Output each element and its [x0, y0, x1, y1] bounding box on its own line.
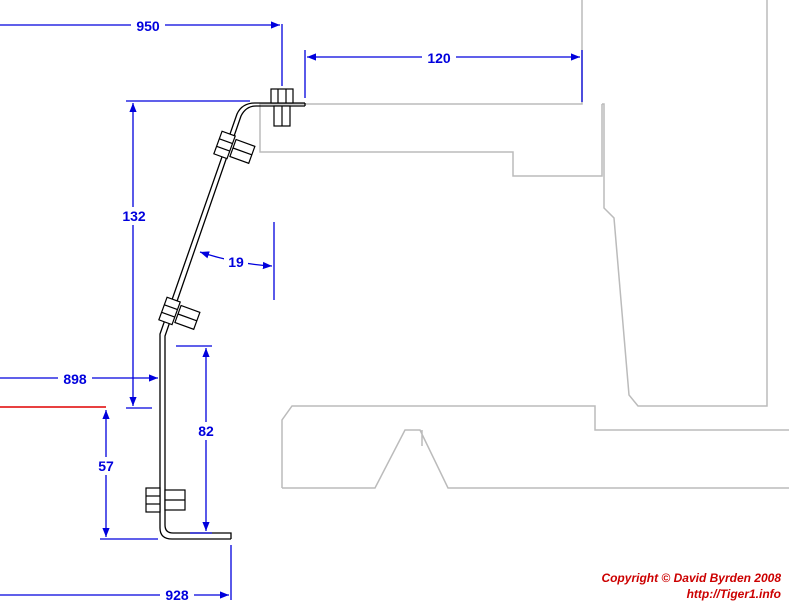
copyright-text: Copyright © David Byrden 2008: [601, 571, 781, 585]
dimension-lines: [0, 21, 583, 600]
bracket-inner-edge: [164, 105, 305, 539]
copyright-url: http://Tiger1.info: [686, 587, 781, 601]
lower-track-outline: [281, 405, 789, 489]
bolt-top: [270, 88, 294, 127]
dim-82-label: 82: [198, 423, 214, 439]
upper-hull-outline: [259, 0, 768, 407]
dim-950-label: 950: [136, 18, 160, 34]
dim-57-label: 57: [98, 458, 114, 474]
dim-928-label: 928: [165, 587, 189, 603]
dim-120-label: 120: [427, 50, 451, 66]
bracket-outer-edge: [159, 102, 305, 540]
dim-19-label: 19: [228, 254, 244, 270]
dimension-labels: 950 120 132 19 898 82 57 928: [58, 17, 456, 603]
dim-132-label: 132: [122, 208, 146, 224]
mounting-bracket: [159, 102, 306, 540]
bolt-vertical: [145, 487, 186, 513]
bolt-lower-diagonal: [158, 296, 201, 331]
dim-898-label: 898: [63, 371, 87, 387]
hull-outline: [259, 0, 789, 489]
bolt-upper-diagonal: [213, 130, 256, 165]
